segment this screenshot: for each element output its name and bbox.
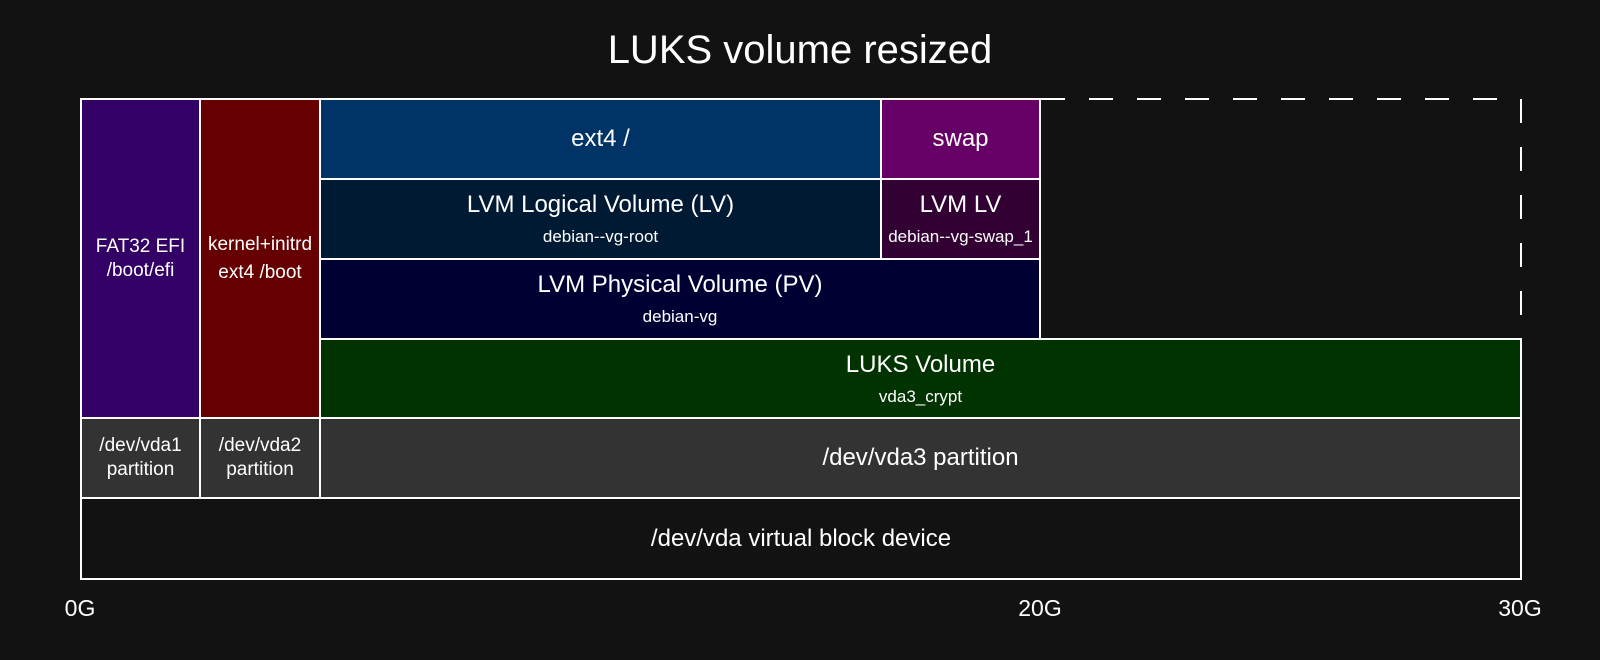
- vda1-line1: /dev/vda1: [99, 435, 182, 456]
- swap-label: swap: [932, 125, 989, 152]
- efi-line1: FAT32 EFI: [95, 235, 186, 257]
- axis-tick-1: 20G: [1018, 595, 1062, 621]
- lv-root-sub: debian--vg-root: [542, 227, 659, 246]
- boot-line1: kernel+initrd: [207, 233, 313, 255]
- axis-tick-2: 30G: [1498, 595, 1542, 621]
- lvm-lv-root-block: LVM Logical Volume (LV) debian--vg-root: [319, 178, 882, 260]
- vda-device-block: /dev/vda virtual block device: [80, 497, 1522, 580]
- ext4-label: ext4 /: [571, 125, 630, 152]
- ext4-root-block: ext4 /: [319, 98, 882, 180]
- luks-label: LUKS Volume: [845, 350, 996, 378]
- efi-line2: /boot/efi: [106, 259, 175, 281]
- vda-label: /dev/vda virtual block device: [650, 524, 952, 552]
- pv-label: LVM Physical Volume (PV): [537, 271, 823, 298]
- pv-sub: debian-vg: [642, 307, 718, 326]
- lv-swap-label: LVM LV: [919, 191, 1002, 218]
- vda3-label: /dev/vda3 partition: [822, 444, 1019, 471]
- vda2-line1: /dev/vda2: [218, 435, 302, 456]
- lvm-pv-block: LVM Physical Volume (PV) debian-vg: [319, 258, 1041, 340]
- boot-line2: ext4 /boot: [218, 261, 302, 283]
- vda2-partition-block: /dev/vda2 partition: [199, 417, 321, 499]
- efi-filesystem-block: FAT32 EFI /boot/efi: [80, 98, 201, 419]
- diagram-title: LUKS volume resized: [607, 28, 993, 72]
- axis-tick-0: 0G: [64, 595, 96, 621]
- lv-swap-sub: debian--vg-swap_1: [888, 227, 1033, 246]
- luks-sub: vda3_crypt: [878, 386, 963, 406]
- lvm-lv-swap-block: LVM LV debian--vg-swap_1: [880, 178, 1041, 260]
- vda2-line2: partition: [226, 459, 294, 480]
- swap-block: swap: [880, 98, 1041, 180]
- lv-root-label: LVM Logical Volume (LV): [466, 191, 735, 218]
- vda1-line2: partition: [106, 459, 175, 480]
- boot-filesystem-block: kernel+initrd ext4 /boot: [199, 98, 321, 419]
